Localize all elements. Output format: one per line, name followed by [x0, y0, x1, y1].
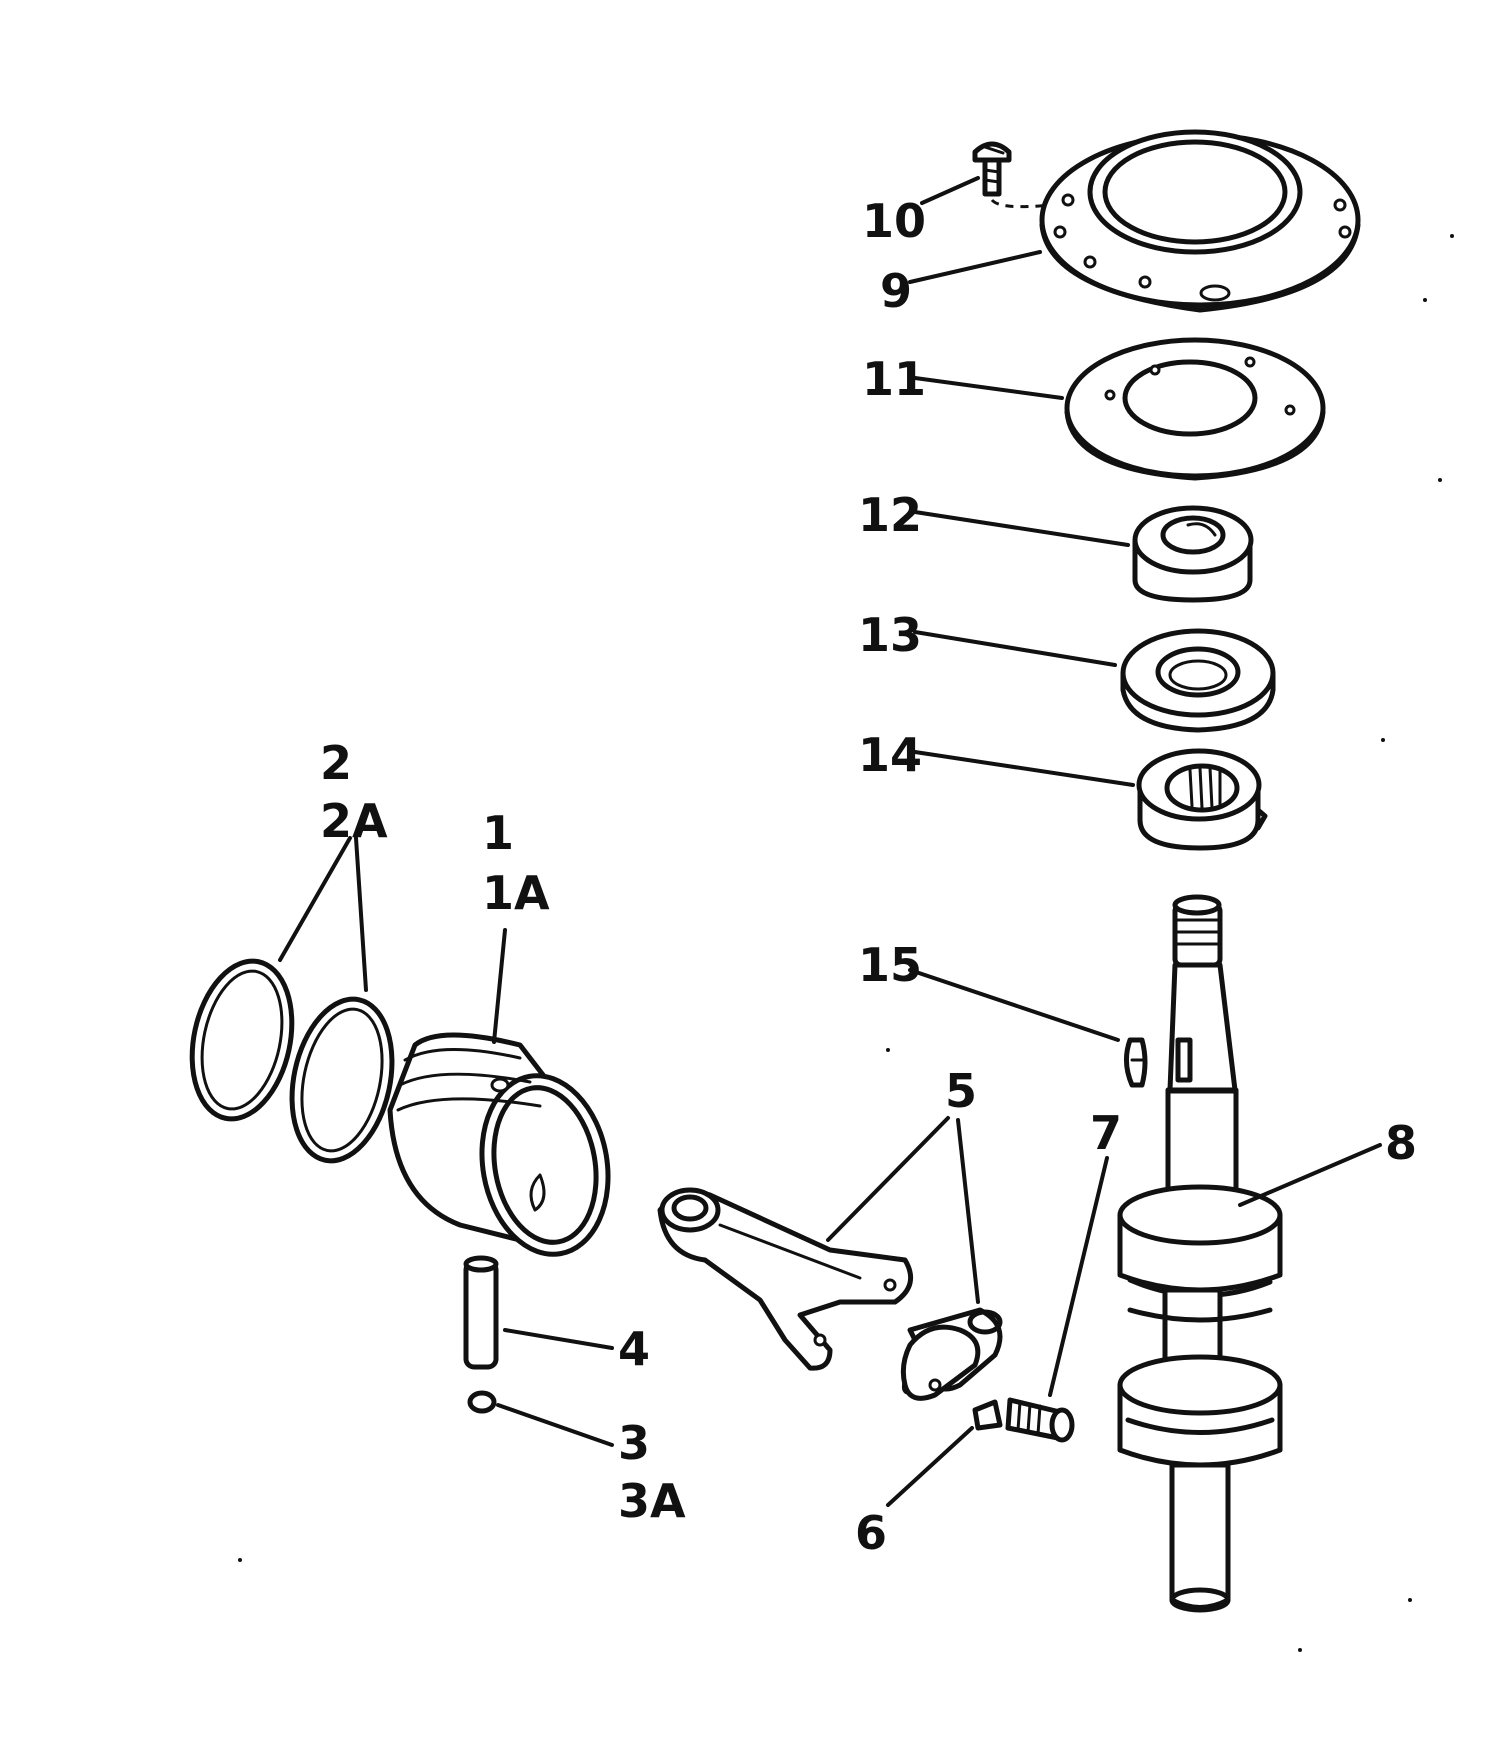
part-10-screw	[972, 141, 1051, 209]
callout-14: 14	[858, 728, 923, 782]
callout-1a: 1A	[482, 866, 550, 920]
part-11-gasket	[1064, 337, 1326, 481]
part-12-sleeve	[1132, 505, 1254, 603]
callout-9: 9	[880, 264, 913, 318]
callout-1: 1	[482, 806, 515, 860]
callout-2a: 2A	[320, 794, 388, 848]
callout-3a: 3A	[618, 1474, 686, 1528]
part-2-piston-rings	[189, 958, 395, 1164]
part-1-piston	[387, 1032, 611, 1257]
callout-15: 15	[858, 938, 923, 992]
part-13-oil-seal	[1120, 628, 1276, 733]
part-9-seal-housing	[1039, 129, 1361, 313]
part-7-rod-screw	[1005, 1397, 1075, 1443]
scan-specks	[238, 234, 1454, 1652]
callout-13: 13	[858, 608, 923, 662]
callout-11: 11	[862, 352, 927, 406]
callout-3: 3	[618, 1416, 651, 1470]
leader-lines	[278, 176, 1382, 1507]
callout-6: 6	[855, 1506, 888, 1560]
part-5-connecting-rod	[657, 1187, 1003, 1401]
callout-4: 4	[618, 1322, 651, 1376]
part-3-retainer	[467, 1390, 497, 1414]
callout-5: 5	[945, 1064, 978, 1118]
callout-2: 2	[320, 736, 353, 790]
part-8-crankshaft	[1117, 894, 1283, 1613]
part-15-key	[1124, 1037, 1148, 1088]
callout-10: 10	[862, 194, 927, 248]
callout-12: 12	[858, 488, 923, 542]
part-14-needle-bearing	[1136, 748, 1268, 851]
part-6-lock-plate	[972, 1399, 1003, 1431]
part-4-wrist-pin	[463, 1255, 499, 1370]
callout-8: 8	[1385, 1116, 1418, 1170]
callout-7: 7	[1090, 1106, 1123, 1160]
